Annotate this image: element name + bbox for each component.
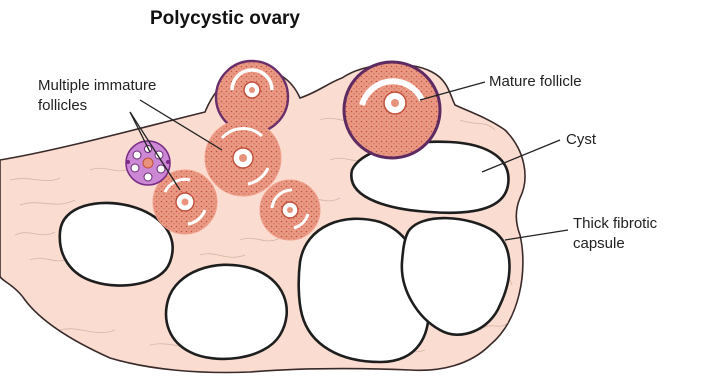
- cyst-3: [166, 265, 287, 359]
- immature-follicle-3: [260, 180, 320, 240]
- label-cyst: Cyst: [566, 130, 596, 150]
- label-mature-follicle: Mature follicle: [489, 72, 582, 92]
- label-immature-line1: Multiple immature: [38, 76, 156, 96]
- label-immature-line2: follicles: [38, 96, 156, 116]
- label-capsule-line2: capsule: [573, 234, 657, 254]
- immature-follicle-1: [205, 120, 281, 196]
- label-immature-follicles: Multiple immature follicles: [38, 76, 156, 116]
- label-capsule: Thick fibrotic capsule: [573, 214, 657, 254]
- label-capsule-line1: Thick fibrotic: [573, 214, 657, 234]
- diagram-title: Polycystic ovary: [150, 8, 300, 30]
- mature-follicle-right: [344, 62, 440, 158]
